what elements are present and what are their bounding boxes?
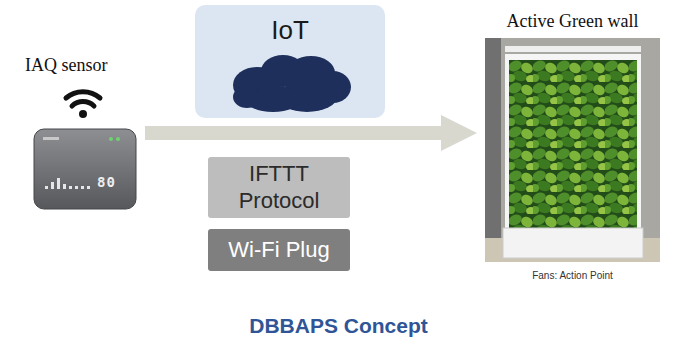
side-wall — [485, 38, 501, 262]
foliage — [509, 60, 637, 232]
plug-box: Wi-Fi Plug — [208, 229, 350, 271]
iot-box: IoT — [195, 5, 385, 118]
planter-base — [503, 228, 643, 258]
wifi-signal — [66, 92, 100, 106]
wall-background — [485, 38, 660, 262]
diagram-caption: DBBAPS Concept — [0, 314, 677, 338]
photo-caption: Fans: Action Point — [532, 270, 613, 281]
sensor-node: IAQ sensor — [33, 128, 137, 210]
wifi-arc — [66, 92, 100, 98]
display-reading: 80 — [97, 174, 116, 190]
wifi-dot — [79, 110, 87, 118]
device-heading: IAQ sensor — [25, 55, 108, 76]
iot-panel — [195, 5, 385, 118]
cloud-shape — [233, 55, 351, 112]
flow-arrow — [145, 115, 477, 151]
status-led — [109, 137, 113, 141]
green-wall-photo — [485, 38, 660, 262]
status-led — [116, 137, 120, 141]
brand-mark — [43, 137, 59, 140]
wifi-arc — [72, 102, 94, 106]
light-bar — [505, 46, 641, 52]
frame-top — [505, 54, 641, 60]
green-wall-node: Active Green wallFans: Action Point — [485, 38, 660, 262]
display-bars — [45, 178, 90, 189]
photo-heading: Active Green wall — [507, 11, 639, 32]
node-text: IFTTT Protocol — [216, 161, 342, 214]
sensor-body — [34, 129, 136, 209]
node-text: Wi-Fi Plug — [228, 237, 329, 263]
protocol-box: IFTTT Protocol — [208, 157, 350, 218]
box-heading: IoT — [195, 5, 385, 46]
sensor-device — [33, 128, 137, 210]
